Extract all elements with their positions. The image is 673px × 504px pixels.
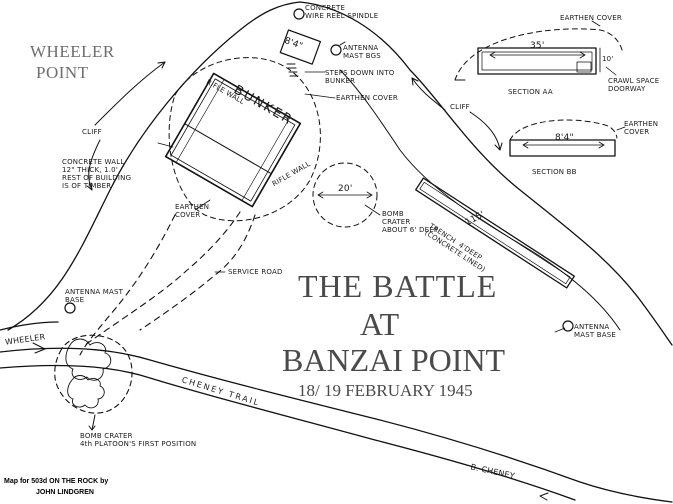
label-aa-height: 10' <box>602 55 614 63</box>
tree-scribble <box>65 338 112 381</box>
steps <box>286 63 299 77</box>
label-bb-dim: 8'4" <box>555 133 574 143</box>
bomb-crater-first <box>54 334 133 414</box>
label-steps-down: STEPS DOWN INTO BUNKER <box>325 69 395 85</box>
small-box <box>279 29 322 65</box>
section-aa <box>454 20 623 81</box>
label-cliff-left: CLIFF <box>82 128 102 136</box>
label-concrete-wall-note: CONCRETE WALL 12" THICK, 1.0' REST OF BU… <box>62 158 132 190</box>
cliff-arrow-left <box>94 61 166 126</box>
place-name-point: POINT <box>36 63 89 82</box>
place-name-wheeler: WHEELER <box>30 42 115 61</box>
label-earthen-cover-top: EARTHEN COVER <box>336 94 398 102</box>
wire-reel-spindle <box>293 8 305 20</box>
cliff-arrow-right <box>411 77 446 111</box>
label-dim-20: 20' <box>338 184 353 194</box>
cheney-trail-upper <box>0 347 673 503</box>
label-service-road: SERVICE ROAD <box>228 268 283 276</box>
cliff-arrow-right2 <box>469 111 501 151</box>
title-line-3: BANZAI POINT <box>282 342 506 378</box>
path-to-crater <box>79 214 176 356</box>
label-antenna-mast-base-right: ANTENNA MAST BASE <box>574 323 617 339</box>
label-bb-earthen-cover: EARTHEN COVER <box>624 120 659 136</box>
coastline-left <box>7 1 301 331</box>
service-road-2 <box>139 214 256 331</box>
cheney-trail-lower <box>0 364 576 501</box>
label-aa-dim: 35' <box>530 41 545 51</box>
label-concrete-spindle: CONCRETE WIRE REEL SPINDLE <box>305 4 379 20</box>
label-section-aa: SECTION AA <box>508 88 553 96</box>
label-aa-earthen-cover: EARTHEN COVER <box>560 14 622 22</box>
antenna-mast-base-left <box>64 302 76 314</box>
antenna-mast-bags <box>330 44 342 56</box>
label-aa-crawl: CRAWL SPACE DOORWAY <box>608 77 660 93</box>
earthen-cover-dashed <box>168 57 321 222</box>
label-bomb-crater-deep: BOMB CRATER ABOUT 6' DEEP <box>382 210 439 234</box>
antenna-mast-base-right <box>562 320 574 332</box>
label-bomb-crater-first: BOMB CRATER 4th PLATOON'S FIRST POSITION <box>80 432 197 448</box>
label-antenna-mast-bags: ANTENNA MAST BGS <box>343 44 381 60</box>
trench <box>415 177 575 289</box>
credit-line-1: Map for 503d ON THE ROCK by <box>4 478 109 485</box>
section-bb <box>509 119 626 157</box>
service-road-1 <box>84 211 241 346</box>
title-line-2: AT <box>360 306 400 342</box>
bunker-building <box>164 72 302 208</box>
label-cliff-right: CLIFF <box>450 103 470 111</box>
cliff-arrow-left2 <box>88 139 101 191</box>
coastline-top <box>299 1 673 346</box>
tree-scribble-2 <box>67 375 105 409</box>
shore-lower-left <box>0 321 59 331</box>
label-section-bb: SECTION BB <box>532 168 577 176</box>
bomb-crater-deep <box>312 162 378 228</box>
title-date: 18/ 19 FEBRUARY 1945 <box>298 381 473 400</box>
label-earthen-cover-left: EARTHEN COVER <box>175 203 210 219</box>
title-line-1: THE BATTLE <box>298 268 498 304</box>
credit-line-2: JOHN LINDGREN <box>36 489 94 496</box>
label-antenna-mast-base-left: ANTENNA MAST BASE <box>65 288 124 304</box>
